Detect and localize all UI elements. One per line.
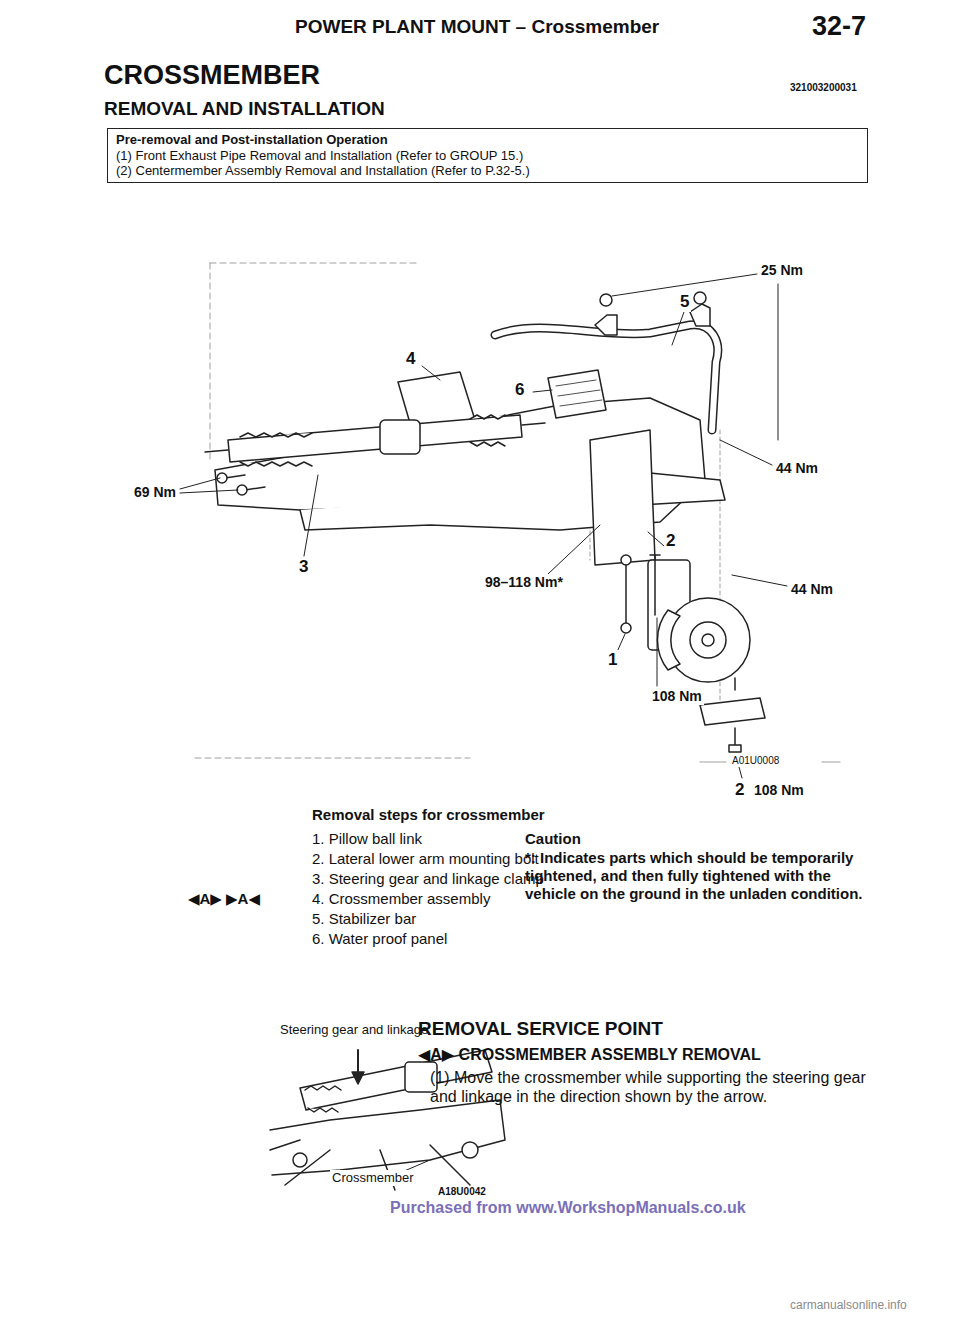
document-code: 321003200031 (790, 82, 857, 94)
page-number: 32-7 (812, 10, 866, 42)
frame-line (195, 263, 840, 762)
pillow-ball-link (621, 555, 660, 633)
service-point-heading: ◀A▶ CROSSMEMBER ASSEMBLY REMOVAL (418, 1045, 761, 1064)
leader-line (720, 440, 772, 465)
steering-gear (240, 433, 312, 466)
water-proof-panel (548, 370, 606, 418)
water-proof-panel (556, 380, 602, 406)
step-item: 3. Steering gear and linkage clamp (312, 870, 544, 888)
brake-disc (666, 598, 750, 682)
inset-illustration (462, 1142, 478, 1158)
callout-number: 2 (664, 531, 677, 551)
stabilizer-bar (495, 292, 718, 430)
steering-gear (205, 423, 545, 452)
instruction-text: (1) Move the crossmember while supportin… (430, 1068, 875, 1106)
steering-gear (380, 420, 420, 454)
stabilizer-bar (495, 325, 718, 430)
steps-heading: Removal steps for crossmember (312, 806, 545, 824)
steering-gear (205, 415, 545, 495)
steering-gear (228, 415, 522, 462)
box-heading: Pre-removal and Post-installation Operat… (116, 132, 859, 148)
illustration (180, 263, 840, 1190)
stabilizer-bar (600, 294, 612, 306)
leader-line (180, 274, 787, 778)
step-item: 1. Pillow ball link (312, 830, 422, 848)
leader-line (180, 478, 238, 493)
step-item: 5. Stabilizer bar (312, 910, 416, 928)
stabilizer-bar (694, 292, 706, 304)
torque-value: 108 Nm (650, 688, 704, 705)
figure-code: A18U0042 (436, 1186, 488, 1198)
pillow-ball-link (621, 623, 631, 633)
watermark: Purchased from www.WorkshopManuals.co.uk (390, 1198, 746, 1217)
mounting-bolt (700, 698, 765, 725)
watermark: carmanualsonline.info (790, 1298, 907, 1312)
figure-code: A01U0008 (730, 755, 781, 767)
mounting-bolt (734, 678, 736, 690)
leader-line (533, 390, 552, 392)
leader-line (672, 312, 684, 345)
leader-line (304, 475, 318, 556)
stabilizer-bar (495, 325, 718, 430)
step-item: 4. Crossmember assembly (312, 890, 490, 908)
page-title: CROSSMEMBER (104, 60, 320, 91)
stabilizer-bar (595, 304, 710, 335)
step-item: 2. Lateral lower arm mounting bolt (312, 850, 539, 868)
leader-line (657, 618, 658, 686)
operation-box: Pre-removal and Post-installation Operat… (107, 128, 868, 183)
inset-illustration (352, 1072, 364, 1084)
brake-disc (690, 622, 726, 658)
steering-gear (470, 415, 505, 446)
inset-label: Crossmember (330, 1170, 416, 1186)
pillow-ball-link (625, 565, 627, 625)
frame-line (210, 263, 420, 264)
brake-disc (702, 634, 714, 646)
box-text: (1) Front Exhaust Pipe Removal and Insta… (116, 148, 859, 164)
leader-line (732, 575, 787, 586)
leader-line (648, 532, 664, 546)
frame-line (822, 762, 840, 763)
torque-value: 25 Nm (759, 262, 805, 279)
service-mark: ◀A▶ ▶A◀ (188, 890, 260, 908)
mounting-bolt (700, 678, 765, 752)
inset-illustration (293, 1153, 307, 1167)
inset-illustration (270, 1140, 470, 1190)
brake-disc (648, 560, 750, 682)
callout-number: 3 (297, 557, 310, 577)
step-item: 6. Water proof panel (312, 930, 447, 948)
torque-value: 44 Nm (789, 581, 835, 598)
torque-value: 44 Nm (774, 460, 820, 477)
box-text: (2) Centermember Assembly Removal and In… (116, 163, 859, 179)
torque-value: 108 Nm (752, 782, 806, 799)
inset-illustration (270, 1100, 505, 1175)
torque-value: 98–118 Nm* (483, 574, 565, 591)
leader-line (422, 366, 440, 380)
frame-line (210, 263, 211, 460)
leader-line (778, 284, 779, 440)
leader-line (548, 525, 600, 574)
crossmember (590, 430, 655, 565)
inset-illustration (305, 1086, 341, 1112)
running-header: POWER PLANT MOUNT – Crossmember (295, 16, 659, 39)
callout-number: 2 (733, 780, 746, 800)
torque-value: 69 Nm (132, 484, 178, 501)
inset-label: Steering gear and linkage (278, 1022, 430, 1038)
callout-number: 5 (678, 292, 691, 312)
callout-number: 6 (513, 380, 526, 400)
water-proof-panel (548, 370, 606, 418)
callout-number: 4 (404, 349, 417, 369)
callout-number: 1 (606, 650, 619, 670)
pillow-ball-link (621, 555, 631, 565)
mounting-bolt (729, 728, 741, 752)
pillow-ball-link (650, 555, 660, 615)
frame-line (700, 762, 726, 763)
section-heading: REMOVAL AND INSTALLATION (104, 98, 385, 121)
brake-disc (657, 610, 680, 670)
caution-text: *: Indicates parts which should be tempo… (525, 849, 875, 903)
section-heading: REMOVAL SERVICE POINT (418, 1018, 663, 1041)
crossmember (215, 372, 725, 565)
frame-line (195, 758, 470, 759)
caution-heading: Caution (525, 830, 581, 848)
